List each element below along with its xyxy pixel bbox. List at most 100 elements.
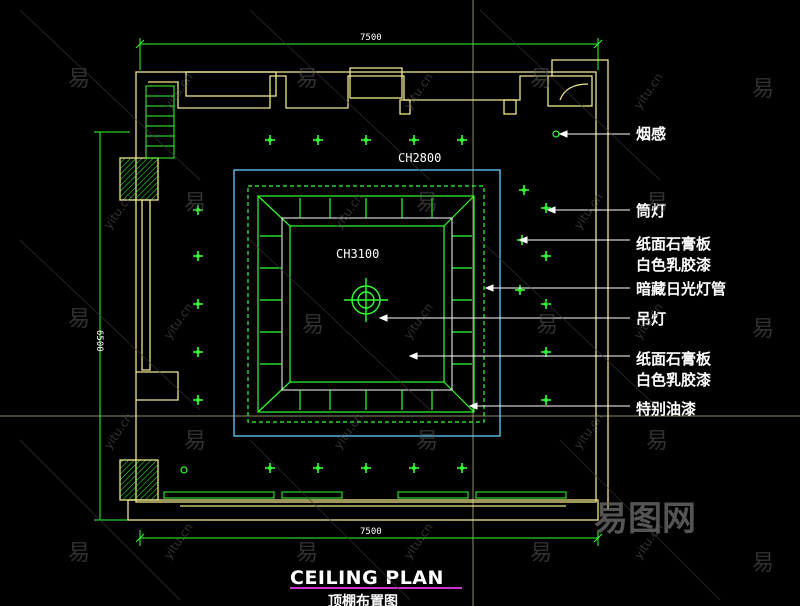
downlight-icon — [457, 463, 467, 473]
leader-lines — [378, 130, 630, 410]
downlight-icon — [265, 135, 275, 145]
downlights — [193, 135, 551, 473]
legend-label-gypsum-board: 纸面石膏板 — [636, 235, 712, 253]
watermark-stroke — [19, 239, 201, 411]
watermark-stroke — [19, 439, 181, 601]
watermark-glyph: 易 — [536, 313, 558, 338]
watermark-glyph: 易 — [302, 313, 324, 338]
legend-label-pendant-lamp: 吊灯 — [636, 310, 666, 328]
leader-line — [468, 402, 630, 410]
watermark-glyph: 易 — [184, 429, 206, 454]
brand-watermark-logo: 易图网 — [594, 499, 696, 539]
leader-line — [378, 314, 630, 322]
downlight-icon — [541, 251, 551, 261]
watermark-glyph: 易 — [68, 67, 90, 92]
left-wall-notch — [136, 371, 179, 401]
downlight-icon — [193, 205, 203, 215]
legend-label-smoke-detector: 烟感 — [636, 125, 666, 143]
leader-line — [518, 236, 630, 244]
downlight-icon — [519, 185, 529, 195]
downlight-icon — [313, 135, 323, 145]
window-frames — [163, 491, 567, 499]
watermark-domain: yitu.cn — [331, 410, 366, 451]
watermark-glyph: 易 — [296, 541, 318, 566]
watermark-glyph: 易 — [296, 67, 318, 92]
watermark-domain: yitu.cn — [101, 190, 136, 231]
downlight-icon — [361, 463, 371, 473]
downlight-icon — [541, 203, 551, 213]
watermark-glyph: 易 — [68, 541, 90, 566]
dimension-left-label: 6500 — [94, 330, 104, 352]
top-wall-recess — [185, 71, 277, 97]
coffer-ribs — [260, 198, 472, 410]
drawing-subtitle: 顶棚布置图 — [328, 593, 398, 606]
downlight-icon — [193, 251, 203, 261]
watermark-glyph: 易 — [646, 429, 668, 454]
top-wall-outline — [148, 59, 609, 510]
watermark-domain: yitu.cn — [571, 410, 606, 451]
downlight-icon — [193, 395, 203, 405]
downlight-icon — [457, 135, 467, 145]
smoke-detector-icon — [552, 130, 560, 138]
watermark-domain: yitu.cn — [631, 70, 666, 111]
downlight-icon — [409, 135, 419, 145]
leader-line — [484, 284, 630, 292]
watermark-domain: yitu.cn — [571, 190, 606, 231]
watermark-stroke — [249, 239, 431, 411]
top-wall-step — [349, 67, 403, 99]
watermark-glyph: 易 — [752, 317, 774, 342]
watermark-domain: yitu.cn — [401, 70, 436, 111]
downlight-icon — [515, 285, 525, 295]
dimension-lines — [94, 38, 603, 546]
leader-line — [558, 130, 630, 138]
top-right-arc — [559, 83, 589, 101]
ceiling-height-inner: CH3100 — [336, 247, 379, 261]
column-lower — [119, 459, 159, 501]
watermark-domain: yitu.cn — [401, 300, 436, 341]
top-wall-block-2 — [503, 99, 517, 115]
watermark-glyph: 易 — [646, 191, 668, 216]
legend-label-gypsum-board-2: 纸面石膏板 — [636, 350, 712, 368]
downlight-icon — [361, 135, 371, 145]
legend-label-white-latex-paint: 白色乳胶漆 — [636, 256, 711, 274]
outer-wall — [135, 71, 597, 503]
watermark-glyph: 易 — [752, 551, 774, 576]
drawing-title: CEILING PLAN — [290, 567, 444, 589]
downlight-icon — [541, 395, 551, 405]
watermark-glyph: 易 — [752, 77, 774, 102]
dimension-top-label: 7500 — [360, 33, 382, 43]
watermark-stroke — [559, 439, 721, 601]
legend-label-special-paint: 特别油漆 — [636, 400, 696, 418]
downlight-icon — [409, 463, 419, 473]
downlight-icon — [541, 347, 551, 357]
walls — [127, 59, 609, 521]
watermark-glyph: 易 — [530, 67, 552, 92]
watermark-stroke — [249, 9, 431, 181]
watermark-stroke — [479, 9, 661, 181]
downlight-icon — [265, 463, 275, 473]
legend-label-downlight: 筒灯 — [636, 202, 666, 220]
watermark-stroke — [249, 439, 411, 601]
downlight-icon — [193, 299, 203, 309]
columns — [119, 157, 159, 501]
watermark-domain: yitu.cn — [401, 520, 436, 561]
watermark-glyph: 易 — [68, 307, 90, 332]
watermark-stroke — [479, 239, 661, 411]
bottom-wall — [127, 499, 599, 521]
leader-line — [408, 352, 630, 360]
concealed-light-trough — [247, 185, 485, 423]
downlight-icon — [541, 299, 551, 309]
top-right-alcove — [547, 75, 593, 107]
leader-line — [546, 206, 630, 214]
watermark-glyph: 易 — [416, 191, 438, 216]
coffer-frame — [257, 195, 475, 413]
legend-label-concealed-fluorescent: 暗藏日光灯管 — [636, 280, 726, 298]
watermark-glyph: 易 — [184, 191, 206, 216]
ceiling-height-outer: CH2800 — [398, 151, 441, 165]
watermark-domain: yitu.cn — [161, 520, 196, 561]
watermark-domain: yitu.cn — [161, 300, 196, 341]
pendant-lamp — [344, 278, 388, 322]
